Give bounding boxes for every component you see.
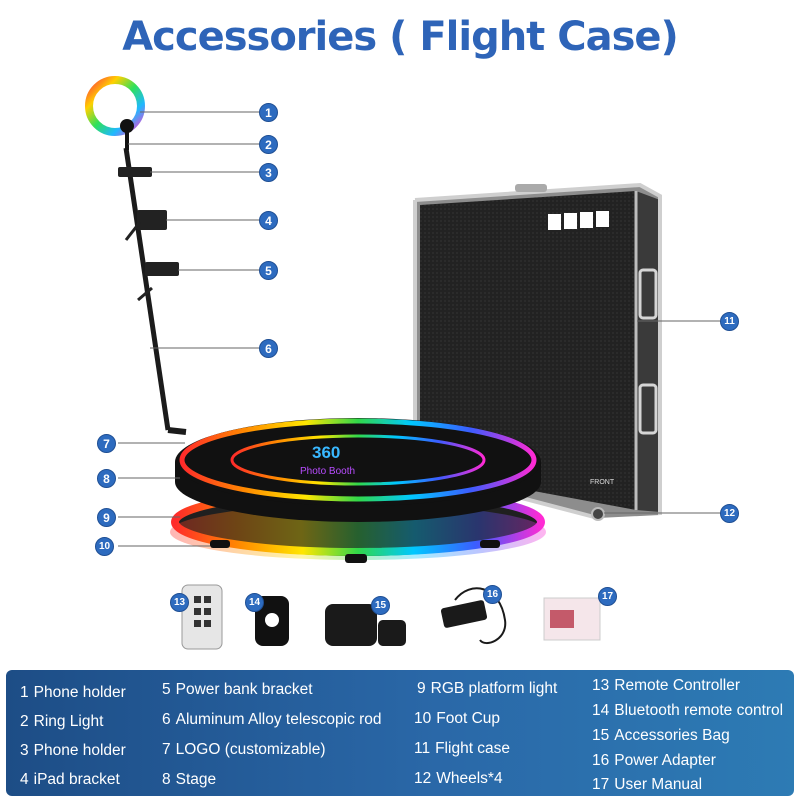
ring-light: [85, 76, 145, 150]
callout-15: 15: [371, 596, 390, 615]
callout-14: 14: [245, 593, 264, 612]
stage-logo-text: Photo Booth: [300, 466, 355, 477]
stage: 360 Photo Booth: [170, 418, 546, 563]
stage-logo-mark: 360: [312, 443, 340, 462]
callout-3: 3: [259, 163, 278, 182]
callout-11: 11: [720, 312, 739, 331]
callout-7: 7: [97, 434, 116, 453]
callout-13: 13: [170, 593, 189, 612]
callout-1: 1: [259, 103, 278, 122]
power-adapter-illustration: [440, 587, 507, 645]
callout-16: 16: [483, 585, 502, 604]
callout-8: 8: [97, 469, 116, 488]
accessories-bag-illustration: [325, 604, 406, 646]
callout-leader-lines: [118, 111, 720, 547]
bluetooth-remote-illustration: [255, 596, 289, 646]
callout-10: 10: [95, 537, 114, 556]
telescopic-rod: [118, 147, 187, 435]
user-manual-illustration: [543, 597, 601, 641]
callout-9: 9: [97, 508, 116, 527]
callout-4: 4: [259, 211, 278, 230]
remote-controller-illustration: [181, 584, 223, 650]
callout-2: 2: [259, 135, 278, 154]
callout-6: 6: [259, 339, 278, 358]
case-front-label: FRONT: [590, 479, 615, 486]
page-title: Accessories ( Flight Case): [122, 14, 679, 60]
callout-5: 5: [259, 261, 278, 280]
callout-17: 17: [598, 587, 617, 606]
callout-12: 12: [720, 504, 739, 523]
